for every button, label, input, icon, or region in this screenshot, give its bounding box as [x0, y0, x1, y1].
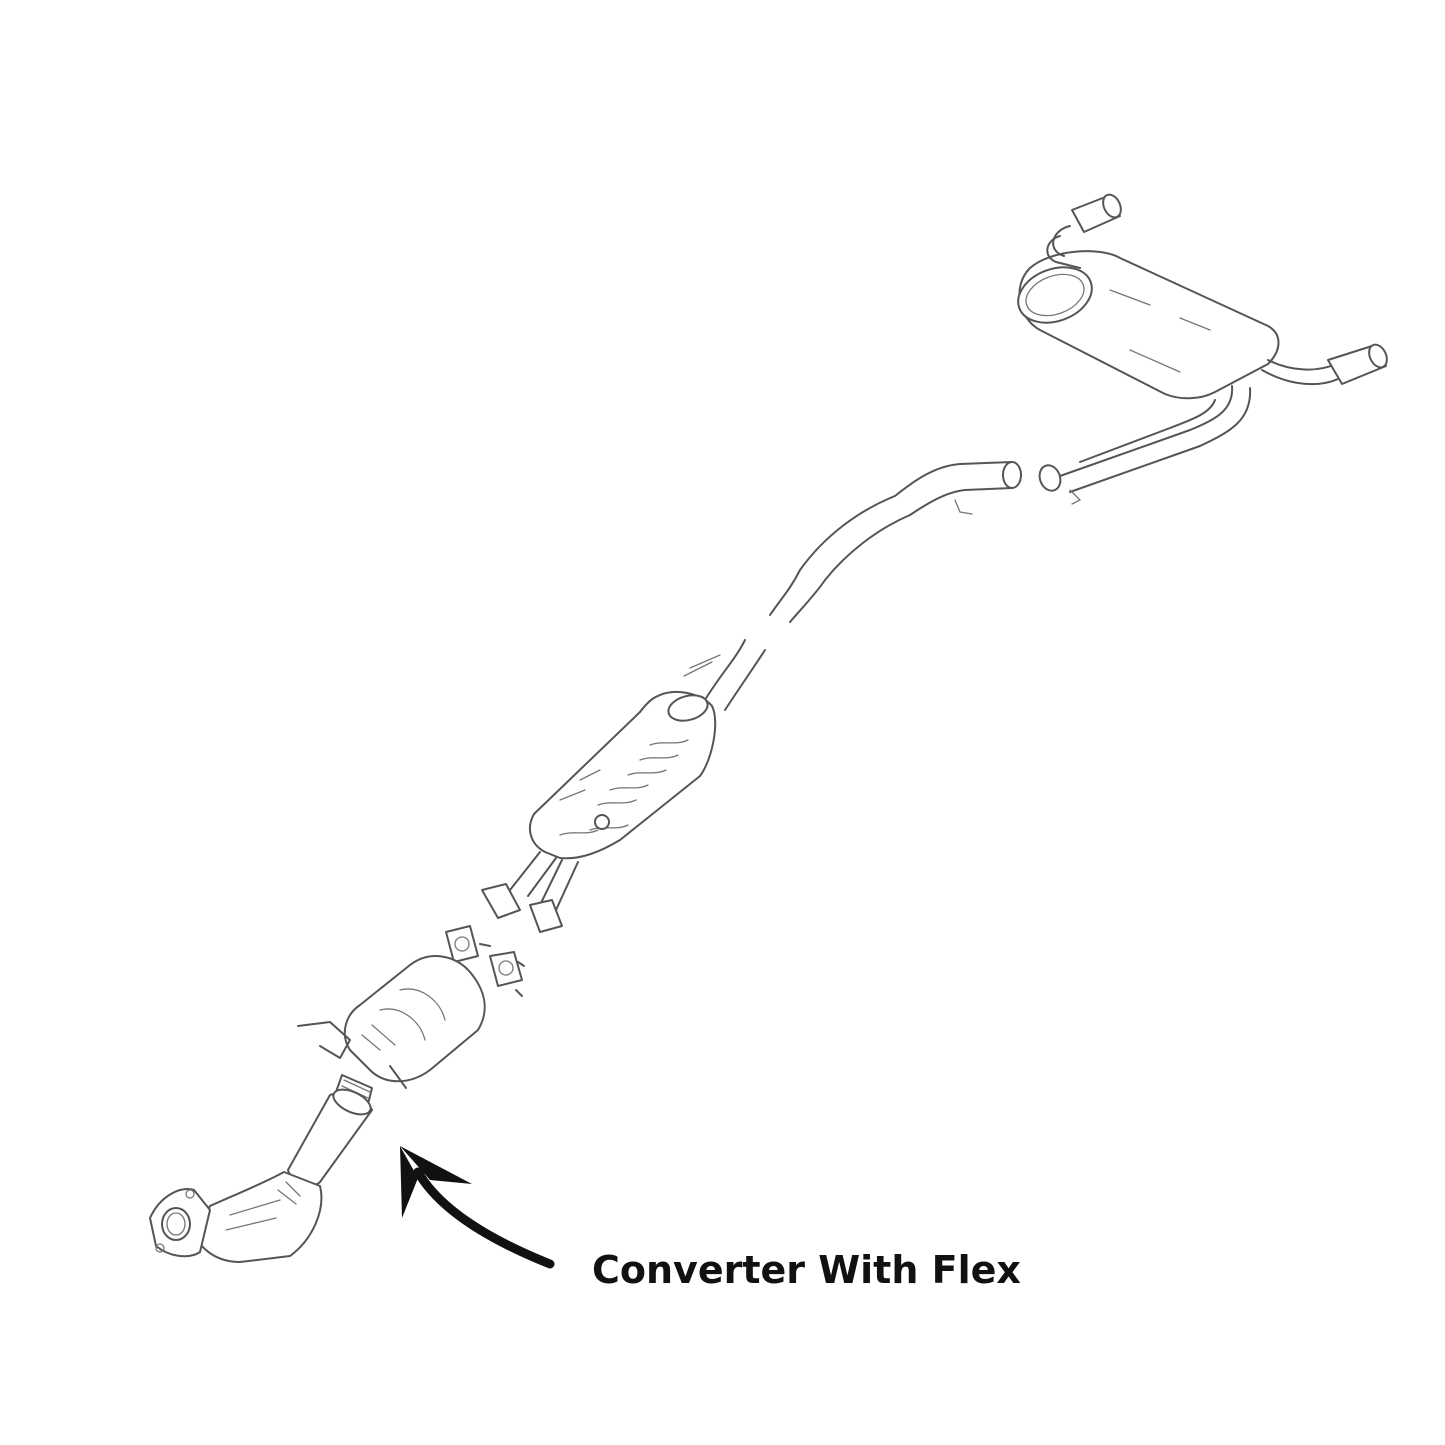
- center-resonator: [481, 690, 717, 933]
- intermediate-pipe: [683, 461, 1022, 711]
- rear-muffler-assembly: [1017, 193, 1388, 505]
- callout-label: Converter With Flex: [592, 1248, 1021, 1292]
- callout-arrow: [400, 1146, 555, 1269]
- front-converter-assembly: [149, 925, 525, 1263]
